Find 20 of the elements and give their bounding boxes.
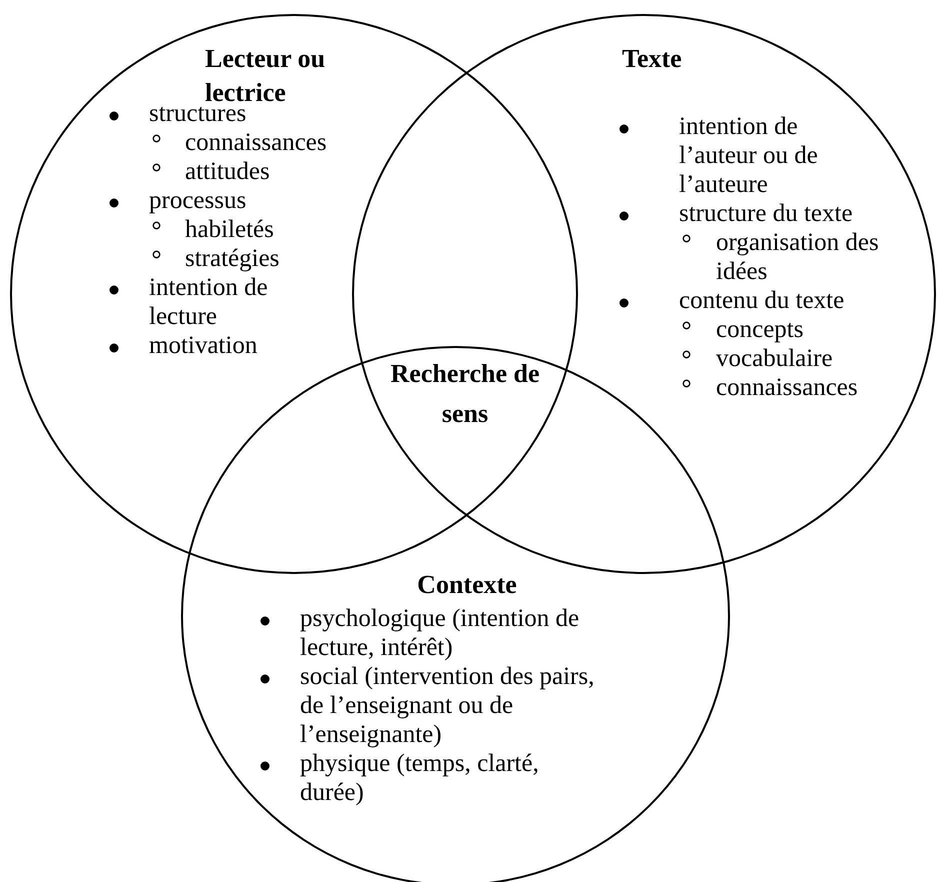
list-item-text: psychologique (intention de lecture, intérêt) (300, 604, 580, 662)
list-item-text: vocabulaire (716, 344, 834, 373)
venn-circle (10, 14, 578, 574)
list-item-text: processus (149, 186, 248, 215)
list-item-text: contenu du texte (679, 286, 846, 315)
list-item-text: connaissances (716, 373, 859, 402)
list-item-text: concepts (716, 315, 804, 344)
list-item-text: structure du texte (679, 199, 854, 228)
list-item-text: motivation (149, 331, 258, 360)
list-item-text: organisation des idées (716, 228, 880, 286)
circle-heading: Texte (622, 43, 683, 75)
list-item-text: attitudes (185, 157, 271, 186)
list-item-text: social (intervention des pairs, de l’enseignant ou de l’enseignante) (300, 662, 596, 749)
list-item-text: connaissances (185, 128, 328, 157)
venn-circle (352, 14, 936, 574)
list-item-text: stratégies (185, 244, 280, 273)
list-item-text: physique (temps, clarté, durée) (300, 749, 540, 807)
circle-heading: Contexte (416, 569, 518, 601)
center-label: Recherche de sens (390, 358, 540, 430)
list-item-text: habiletés (185, 215, 275, 244)
